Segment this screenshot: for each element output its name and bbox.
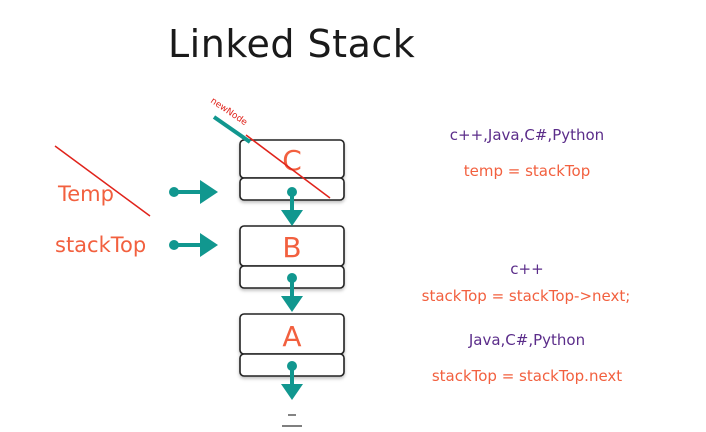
newnode-strike-line xyxy=(245,134,331,199)
code-line-2: stackTop = stackTop.next xyxy=(431,367,623,385)
temp-strike-line xyxy=(54,145,151,217)
code-langs-2: Java,C#,Python xyxy=(468,331,586,349)
node-c-label: C xyxy=(282,144,302,177)
next-arrow-b-to-a xyxy=(281,273,303,312)
null-terminator xyxy=(282,414,302,427)
temp-arrow xyxy=(169,180,218,204)
next-arrow-a-to-null xyxy=(281,361,303,400)
code-langs-1: c++,Java,C#,Python xyxy=(449,126,605,144)
stacktop-label: stackTop xyxy=(55,233,146,257)
temp-label: Temp xyxy=(57,182,114,206)
temp-pointer: Temp xyxy=(54,145,218,217)
next-arrow-c-to-b xyxy=(281,187,303,226)
stacktop-pointer: stackTop xyxy=(55,233,218,257)
code-line-1: temp = stackTop xyxy=(463,162,591,180)
node-a-label: A xyxy=(282,320,301,353)
code-lang-cpp: c++ xyxy=(510,260,544,278)
newnode-arrow-line xyxy=(212,115,252,144)
stacktop-arrow xyxy=(169,233,218,257)
page-title: Linked Stack xyxy=(168,22,416,66)
code-line-cpp: stackTop = stackTop->next; xyxy=(421,287,631,305)
node-b-label: B xyxy=(282,231,301,264)
newnode-label: newNode xyxy=(208,96,249,128)
